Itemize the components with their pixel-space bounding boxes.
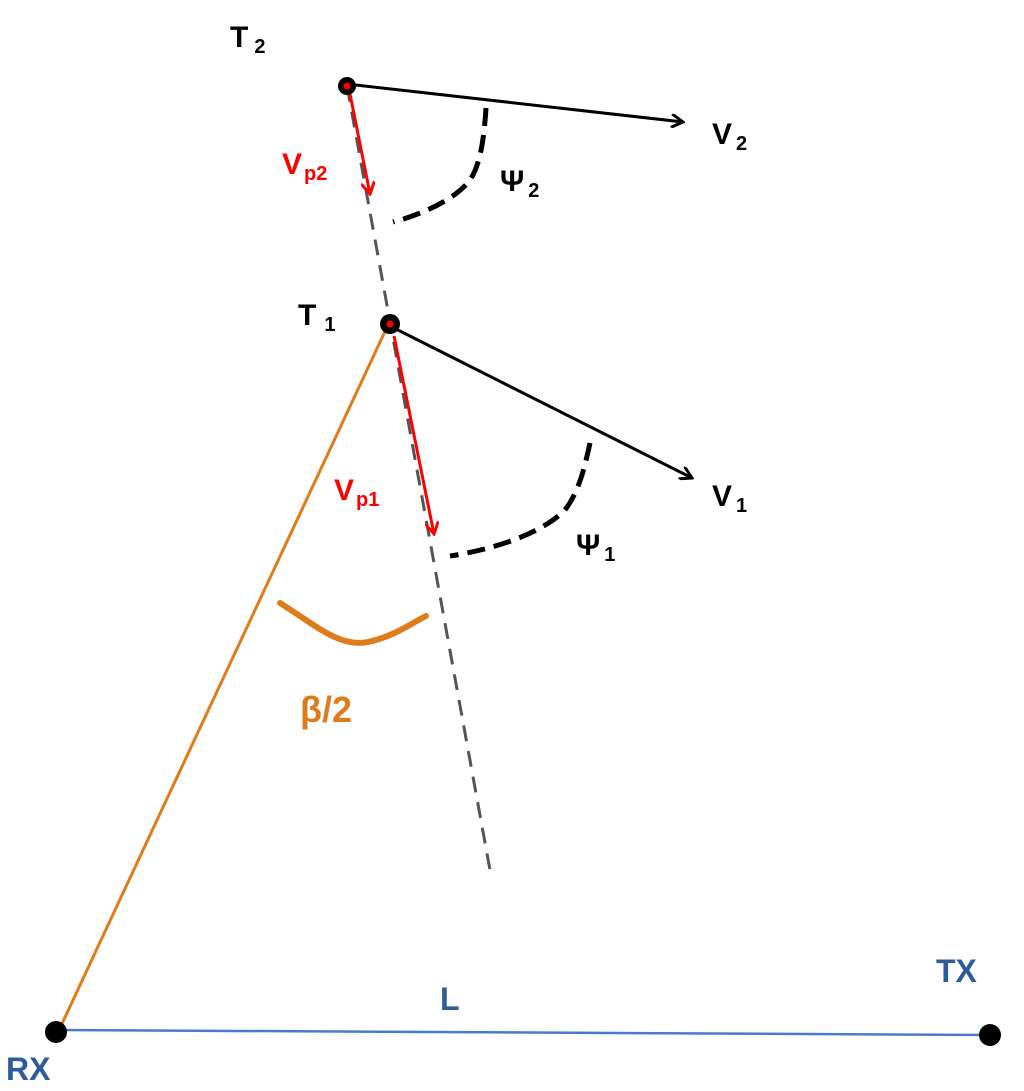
velocity-v1-arrow [389, 324, 692, 478]
baseline-line [55, 1028, 991, 1037]
label-baseline-l: L [440, 981, 460, 1017]
target-t2-point-center [343, 82, 351, 90]
velocity-vp1-arrow [392, 335, 434, 534]
velocity-vp2-arrow [348, 93, 370, 194]
psi1-angle-arc [449, 442, 593, 559]
psi2-angle-arc [392, 107, 489, 225]
receiver-rx-point [45, 1021, 67, 1043]
target-t1-point-center [386, 320, 394, 328]
bisector-dashed-line [345, 85, 492, 871]
label-rx: RX [6, 1051, 51, 1087]
label-beta-half: β/2 [300, 689, 352, 730]
transmitter-tx-point [979, 1024, 1001, 1046]
velocity-v2-arrow [346, 82, 683, 122]
rx-to-target-line [58, 324, 390, 1029]
label-tx: TX [936, 953, 978, 989]
beta-angle-arc [277, 600, 429, 646]
